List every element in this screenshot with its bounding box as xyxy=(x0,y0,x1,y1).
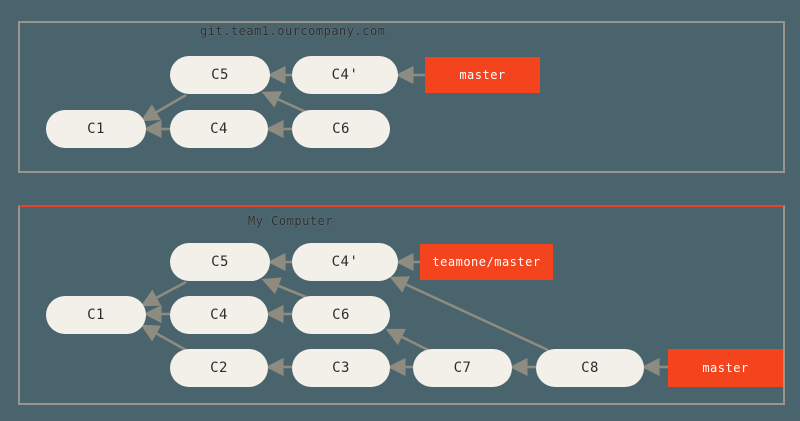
panel-local-repo xyxy=(18,205,785,405)
commit-node-c4prime-local[interactable]: C4' xyxy=(292,243,398,281)
ref-label-master-local[interactable]: master xyxy=(668,349,783,387)
commit-node-c1-local[interactable]: C1 xyxy=(46,296,146,334)
commit-node-c4prime-remote[interactable]: C4' xyxy=(292,56,398,94)
commit-node-c7-local[interactable]: C7 xyxy=(413,349,512,387)
commit-node-c2-local[interactable]: C2 xyxy=(170,349,268,387)
commit-node-c4-local[interactable]: C4 xyxy=(170,296,268,334)
panel-remote-repo xyxy=(18,21,785,173)
commit-node-c4-remote[interactable]: C4 xyxy=(170,110,268,148)
panel-remote-title: git.team1.ourcompany.com xyxy=(200,24,386,38)
commit-node-c8-local[interactable]: C8 xyxy=(536,349,644,387)
ref-label-master-remote[interactable]: master xyxy=(425,57,540,93)
commit-node-c3-local[interactable]: C3 xyxy=(292,349,390,387)
commit-node-c1-remote[interactable]: C1 xyxy=(46,110,146,148)
panel-local-title: My Computer xyxy=(248,214,333,228)
commit-node-c6-remote[interactable]: C6 xyxy=(292,110,390,148)
ref-label-teamone-master[interactable]: teamone/master xyxy=(420,244,553,280)
commit-node-c5-remote[interactable]: C5 xyxy=(170,56,270,94)
commit-node-c5-local[interactable]: C5 xyxy=(170,243,270,281)
commit-node-c6-local[interactable]: C6 xyxy=(292,296,390,334)
